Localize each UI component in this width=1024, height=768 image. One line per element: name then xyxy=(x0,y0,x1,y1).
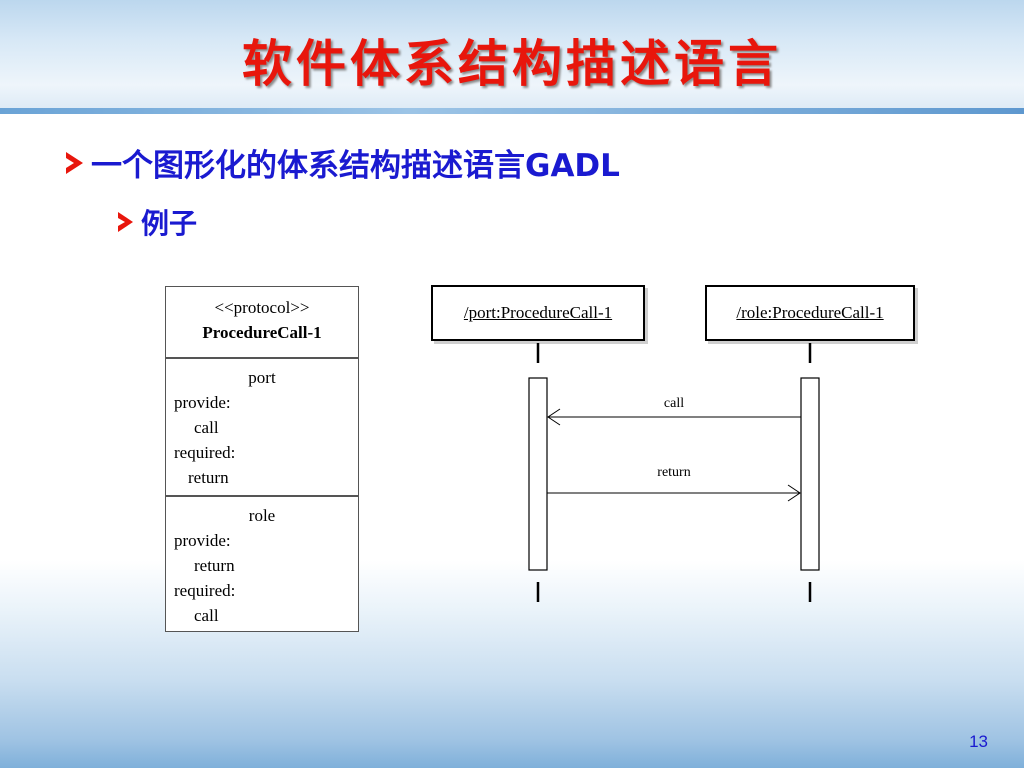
bullet-main: 一个图形化的体系结构描述语言GADL xyxy=(66,140,620,185)
port-provide-label: provide: xyxy=(174,393,231,412)
role-provide-item: return xyxy=(194,556,235,575)
bullet-arrow-icon xyxy=(66,151,83,174)
bullet-sub-text: 例子 xyxy=(141,207,198,240)
message-call-label: call xyxy=(664,396,684,411)
class-role-section: role provide: return required: call xyxy=(165,496,359,632)
port-header: port xyxy=(248,368,276,387)
class-port-section: port provide: call required: return xyxy=(165,358,359,496)
role-provide-label: provide: xyxy=(174,531,231,550)
bullet-sub: 例子 xyxy=(118,202,197,242)
message-return-arrowhead xyxy=(787,484,801,502)
class-header: <<protocol>> ProcedureCall-1 xyxy=(165,286,359,358)
header-divider xyxy=(0,108,1024,114)
bullet-arrow-icon xyxy=(118,212,133,232)
activation-role xyxy=(800,377,820,571)
page-number: 13 xyxy=(969,732,988,751)
message-call-arrowhead xyxy=(547,408,561,426)
message-return-label: return xyxy=(657,465,690,480)
port-provide-item: call xyxy=(194,418,219,437)
role-required-label: required: xyxy=(174,581,236,600)
bullet-main-text: 一个图形化的体系结构描述语言GADL xyxy=(91,148,620,184)
port-required-item: return xyxy=(188,468,229,487)
header-band xyxy=(0,0,1024,112)
class-name: ProcedureCall-1 xyxy=(202,323,322,342)
slide-title: 软件体系结构描述语言 xyxy=(242,35,782,93)
role-header: role xyxy=(248,506,276,525)
lifeline-role-box: /role:ProcedureCall-1 xyxy=(705,285,915,341)
port-required-label: required: xyxy=(174,443,236,462)
lifeline-port-box: /port:ProcedureCall-1 xyxy=(431,285,645,341)
role-required-item: call xyxy=(194,606,219,625)
activation-port xyxy=(528,377,548,571)
class-stereotype: <<protocol>> xyxy=(214,298,310,317)
